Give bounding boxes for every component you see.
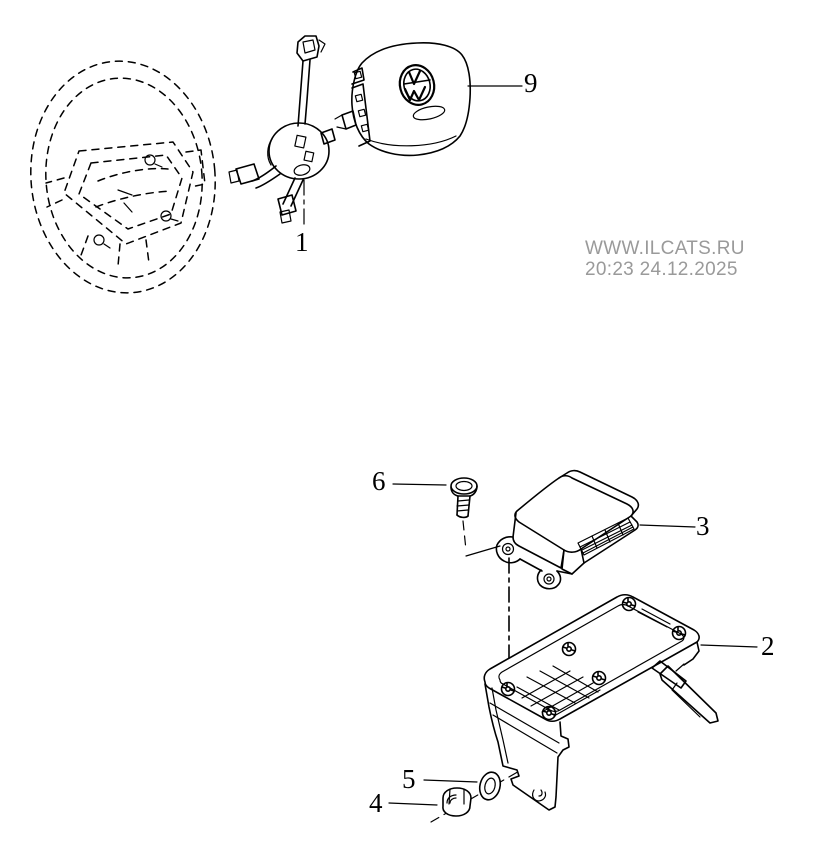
bolt-axis-line xyxy=(462,520,467,551)
vw-logo-icon xyxy=(398,64,436,106)
bolt-drawing xyxy=(392,477,501,557)
leader-line-4 xyxy=(388,802,438,806)
leader-line-2 xyxy=(700,644,758,648)
bracket-hole xyxy=(500,681,516,697)
watermark-timestamp: 20:23 24.12.2025 xyxy=(585,259,738,280)
steering-wheel-drawing xyxy=(30,60,216,294)
watermark: WWW.ILCATS.RU 20:23 24.12.2025 xyxy=(585,238,745,280)
bracket-hole xyxy=(621,596,637,612)
washer-nut-drawing xyxy=(388,769,522,823)
bracket-hole xyxy=(541,705,557,721)
callout-6-bolt: 6 xyxy=(372,466,386,496)
bracket-drawing xyxy=(483,593,758,811)
bracket-hole xyxy=(561,641,577,657)
slip-ring-drawing xyxy=(228,35,336,228)
callout-1-slip-ring: 1 xyxy=(295,227,309,257)
bracket-hole xyxy=(591,670,607,686)
callout-2-bracket: 2 xyxy=(761,631,775,661)
callout-9-airbag-unit: 9 xyxy=(524,68,538,98)
watermark-site: WWW.ILCATS.RU xyxy=(585,238,745,259)
control-module-drawing xyxy=(495,469,696,685)
washer-drawing xyxy=(478,771,502,801)
callout-3-control-module: 3 xyxy=(696,511,710,541)
nut-drawing xyxy=(442,787,472,817)
callout-4-nut: 4 xyxy=(369,788,383,818)
leader-line-6 xyxy=(392,483,447,486)
callout-5-washer: 5 xyxy=(402,764,416,794)
leader-line-3 xyxy=(639,524,696,528)
leader-line-5 xyxy=(423,779,478,783)
bracket-hole xyxy=(671,625,687,641)
airbag-unit-drawing xyxy=(334,42,523,157)
